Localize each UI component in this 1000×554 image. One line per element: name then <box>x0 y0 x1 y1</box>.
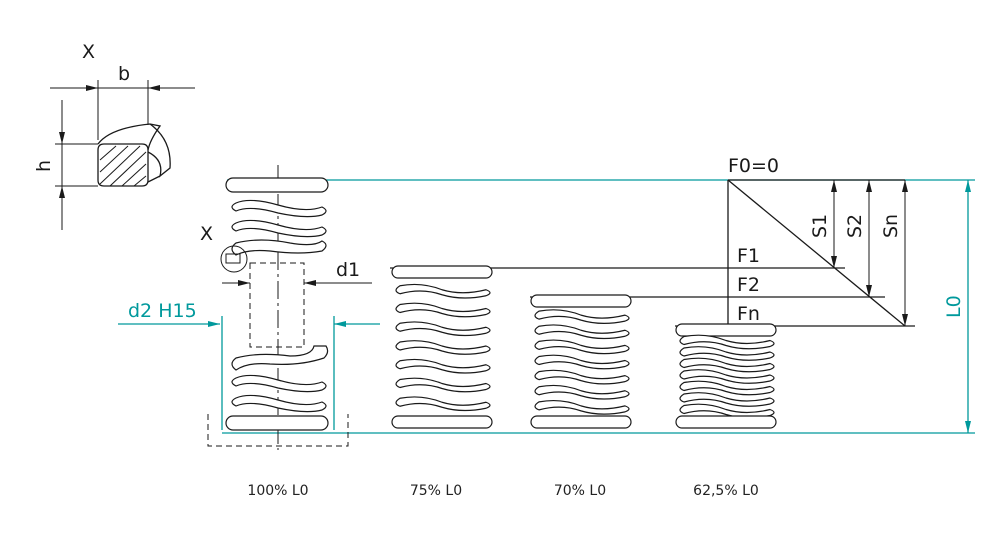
spring-coil <box>534 339 630 355</box>
spring-coil <box>679 392 775 407</box>
travel-sn-label: Sn <box>880 214 902 238</box>
force-labels: F0=0 F1 F2 Fn <box>728 155 779 325</box>
spring-coil <box>679 346 775 361</box>
spring-coil <box>679 357 775 373</box>
spring-caption-1: 100% L0 <box>247 483 308 499</box>
spring-coil <box>530 294 632 308</box>
spring-coil <box>675 415 777 429</box>
travel-dimensions: S1 S2 Sn <box>809 180 908 326</box>
spring-coil <box>675 323 777 337</box>
spring-caption-2: 75% L0 <box>410 483 462 499</box>
spring-coil <box>395 377 491 393</box>
inner-diameter-label: d1 <box>336 259 360 281</box>
spring-coil <box>679 380 775 396</box>
spring-coil <box>534 399 630 415</box>
spring-coil <box>679 369 775 384</box>
spring-coil <box>395 321 491 337</box>
spring-coil <box>530 415 632 429</box>
travel-s2-label: S2 <box>844 214 866 238</box>
force-fn-label: Fn <box>737 303 760 325</box>
force-diagonal <box>727 179 906 327</box>
spring-75-percent <box>391 265 493 429</box>
spring-coil <box>391 415 493 429</box>
width-dimension-label: b <box>118 63 130 85</box>
spring-coil <box>395 396 491 412</box>
spring-coil <box>395 340 491 355</box>
travel-s1-label: S1 <box>809 214 831 238</box>
spring-free-length: X d1 d2 H15 <box>118 165 380 450</box>
wire-cross-section-detail: X b h <box>33 41 195 230</box>
section-marker-label: X <box>200 223 213 245</box>
free-length-dimension: L0 <box>943 180 971 433</box>
spring-62-percent <box>675 323 777 429</box>
spring-coil <box>391 265 493 279</box>
free-length-label: L0 <box>943 295 965 318</box>
hole-diameter-label: d2 H15 <box>128 300 197 322</box>
force-f2-label: F2 <box>737 274 760 296</box>
spring-caption-4: 62,5% L0 <box>693 483 759 499</box>
spring-coil <box>395 358 491 374</box>
spring-coil <box>534 354 630 370</box>
spring-coil <box>395 283 491 299</box>
detail-marker-label: X <box>82 41 95 63</box>
spring-coil <box>395 302 491 318</box>
spring-coil <box>534 369 630 385</box>
spring-coil <box>534 324 630 340</box>
spring-coil <box>534 309 630 324</box>
spring-caption-3: 70% L0 <box>554 483 606 499</box>
force-f0-label: F0=0 <box>728 155 779 177</box>
spring-coil <box>679 334 775 350</box>
height-dimension-label: h <box>33 160 55 172</box>
spring-coil <box>534 384 630 400</box>
force-f1-label: F1 <box>737 245 760 267</box>
spring-70-percent <box>530 294 632 429</box>
